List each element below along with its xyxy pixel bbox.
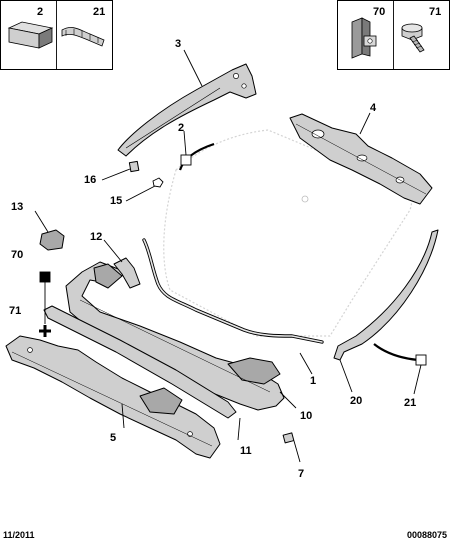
- adhesive-bead-21: [373, 343, 419, 362]
- callout-70[interactable]: 70: [11, 249, 23, 261]
- callout-11[interactable]: 11: [240, 445, 252, 457]
- marker-70: [39, 271, 51, 283]
- callout-71[interactable]: 71: [9, 305, 21, 317]
- upper-cross-member[interactable]: [289, 113, 433, 205]
- callout-15[interactable]: 15: [110, 195, 122, 207]
- footer-date: 11/2011: [3, 530, 35, 540]
- bracket-12[interactable]: [113, 257, 141, 289]
- bead-applicator-icon: [61, 27, 105, 47]
- callout-16[interactable]: 16: [84, 174, 96, 186]
- callout-21[interactable]: 21: [404, 397, 416, 409]
- callout-12[interactable]: 12: [90, 231, 102, 243]
- marker-2: [180, 154, 192, 166]
- footer-reference: 00088075: [407, 530, 447, 540]
- callout-4[interactable]: 4: [370, 102, 377, 114]
- inset-item-70[interactable]: 70: [351, 6, 385, 59]
- callout-20[interactable]: 20: [350, 395, 362, 407]
- callout-5[interactable]: 5: [110, 432, 116, 444]
- drain-strut[interactable]: [43, 305, 237, 419]
- adhesive-bead-2: [178, 142, 215, 171]
- clip-nut-icon: [351, 17, 377, 59]
- callout-10[interactable]: 10: [300, 410, 312, 422]
- inset-item-71[interactable]: 71: [401, 6, 441, 53]
- inset-item-21[interactable]: 21: [61, 6, 105, 47]
- callout-13[interactable]: 13: [11, 201, 23, 213]
- callout-2[interactable]: 2: [178, 122, 184, 134]
- screw-icon: [401, 23, 425, 53]
- stud-15[interactable]: [152, 177, 164, 188]
- lower-cross-member[interactable]: [5, 335, 221, 459]
- inset-panel-left: 2 21: [0, 0, 113, 70]
- inset-item-2[interactable]: 2: [7, 6, 54, 49]
- callout-3[interactable]: 3: [175, 38, 181, 50]
- clip-13[interactable]: [39, 229, 65, 251]
- marker-71: [39, 325, 51, 337]
- inset-panel-right: 70 71: [337, 0, 450, 70]
- adhesive-block-icon: [7, 21, 54, 49]
- callouts: 3 4 2 16 15 13 12 70 71 1 20 21 10 5 11 …: [9, 38, 416, 480]
- inset-number-2: 2: [37, 6, 43, 18]
- marker-21: [415, 354, 427, 366]
- scuttle-panel[interactable]: [65, 261, 285, 411]
- pad-16[interactable]: [128, 160, 140, 173]
- callout-7[interactable]: 7: [298, 468, 304, 480]
- inset-number-71: 71: [429, 6, 441, 18]
- roof-front-rail[interactable]: [117, 63, 257, 157]
- inset-number-21: 21: [93, 6, 105, 18]
- leader-lines: [34, 49, 422, 463]
- windscreen-glass[interactable]: [142, 129, 413, 344]
- inset-number-70: 70: [373, 6, 385, 18]
- callout-1[interactable]: 1: [310, 375, 316, 387]
- stopper-7[interactable]: [282, 432, 295, 444]
